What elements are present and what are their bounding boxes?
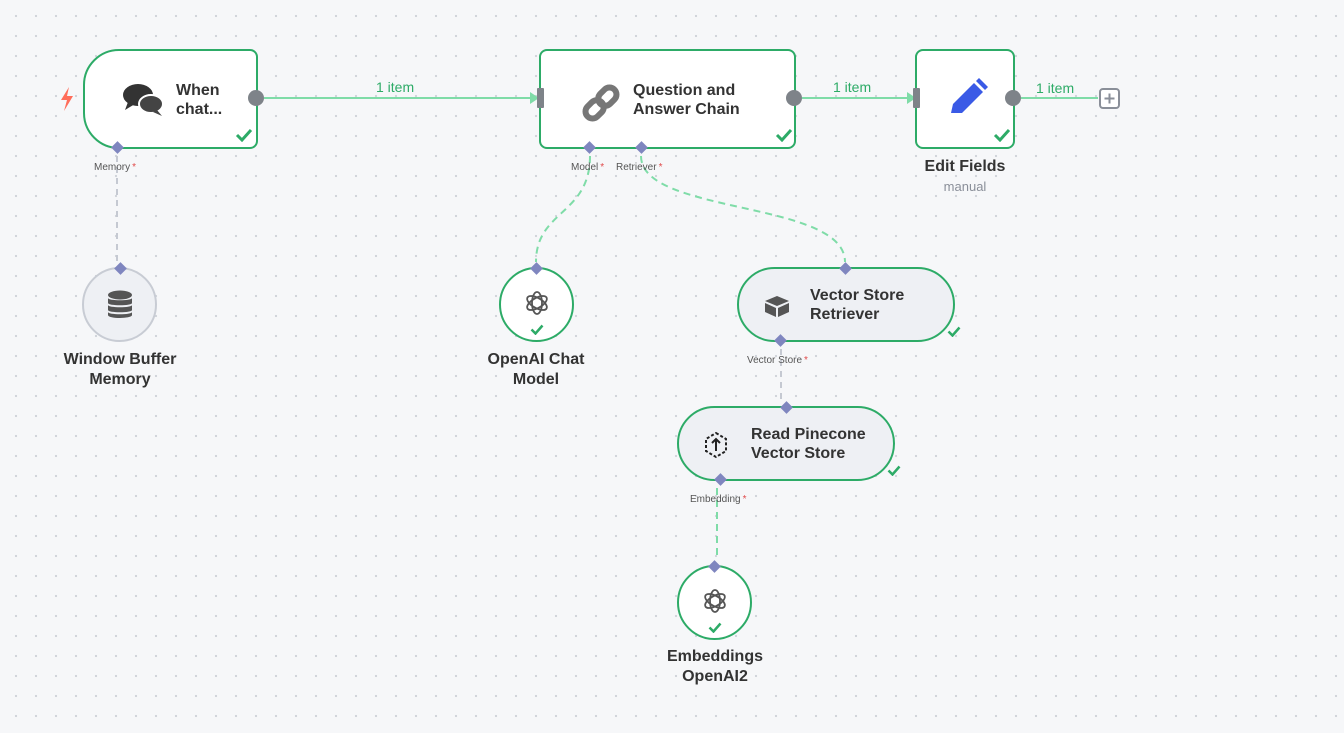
node-edit-fields[interactable] (915, 49, 1015, 149)
node-title: Question and Answer Chain (633, 82, 740, 118)
success-check-icon (993, 128, 1011, 142)
box-icon (765, 296, 789, 317)
edge-arrow (530, 92, 539, 104)
node-vector-store-retriever[interactable]: Vector Store Retriever (737, 267, 955, 342)
plus-icon (1104, 93, 1115, 104)
node-label: Edit Fields (924, 158, 1006, 175)
pencil-icon (951, 78, 988, 113)
node-openai-chat-model[interactable] (499, 267, 574, 342)
port-label-vector-store: Vector Store* (747, 355, 808, 366)
node-read-pinecone-vector-store[interactable]: Read Pinecone Vector Store (677, 406, 895, 481)
lightning-bolt-icon (61, 87, 73, 111)
edge-item-count: 1 item (1036, 80, 1075, 96)
openai-icon (526, 291, 548, 315)
chat-bubbles-icon (123, 84, 164, 116)
port-label-memory: Memory* (94, 162, 137, 173)
node-qa-chain[interactable]: Question and Answer Chain (539, 49, 796, 149)
port-label-retriever: Retriever* (616, 162, 663, 173)
input-port[interactable] (913, 88, 920, 108)
output-port[interactable] (248, 90, 264, 106)
link-chain-icon (582, 84, 620, 122)
output-port[interactable] (1005, 90, 1021, 106)
edge-item-count: 1 item (833, 79, 872, 95)
node-title: Read Pinecone Vector Store (751, 426, 866, 462)
add-node-button[interactable] (1099, 88, 1120, 109)
node-label: OpenAI Chat Model (487, 351, 585, 388)
edge-item-count: 1 item (376, 79, 415, 95)
success-check-icon (775, 128, 793, 142)
edge-model[interactable] (535, 155, 591, 263)
node-label: Window Buffer Memory (63, 351, 177, 388)
openai-icon (704, 589, 726, 613)
success-check-icon (947, 326, 961, 337)
input-port[interactable] (537, 88, 544, 108)
port-label-embedding: Embedding* (690, 494, 747, 505)
node-chat-trigger[interactable]: When chat... (83, 49, 258, 149)
node-title: When chat... (176, 82, 223, 118)
edge-retriever[interactable] (640, 155, 846, 263)
pinecone-icon (705, 431, 727, 459)
node-title: Vector Store Retriever (810, 287, 905, 323)
edge-arrow (907, 92, 916, 104)
node-subtitle: manual (943, 179, 987, 194)
success-check-icon (235, 128, 253, 142)
node-window-buffer-memory[interactable] (82, 267, 157, 342)
node-embeddings-openai2[interactable] (677, 565, 752, 640)
success-check-icon (708, 622, 722, 633)
database-icon (108, 290, 132, 318)
port-label-model: Model* (571, 162, 605, 173)
success-check-icon (530, 324, 544, 335)
node-label: Embeddings OpenAI2 (666, 648, 763, 685)
output-port[interactable] (786, 90, 802, 106)
success-check-icon (887, 465, 901, 476)
